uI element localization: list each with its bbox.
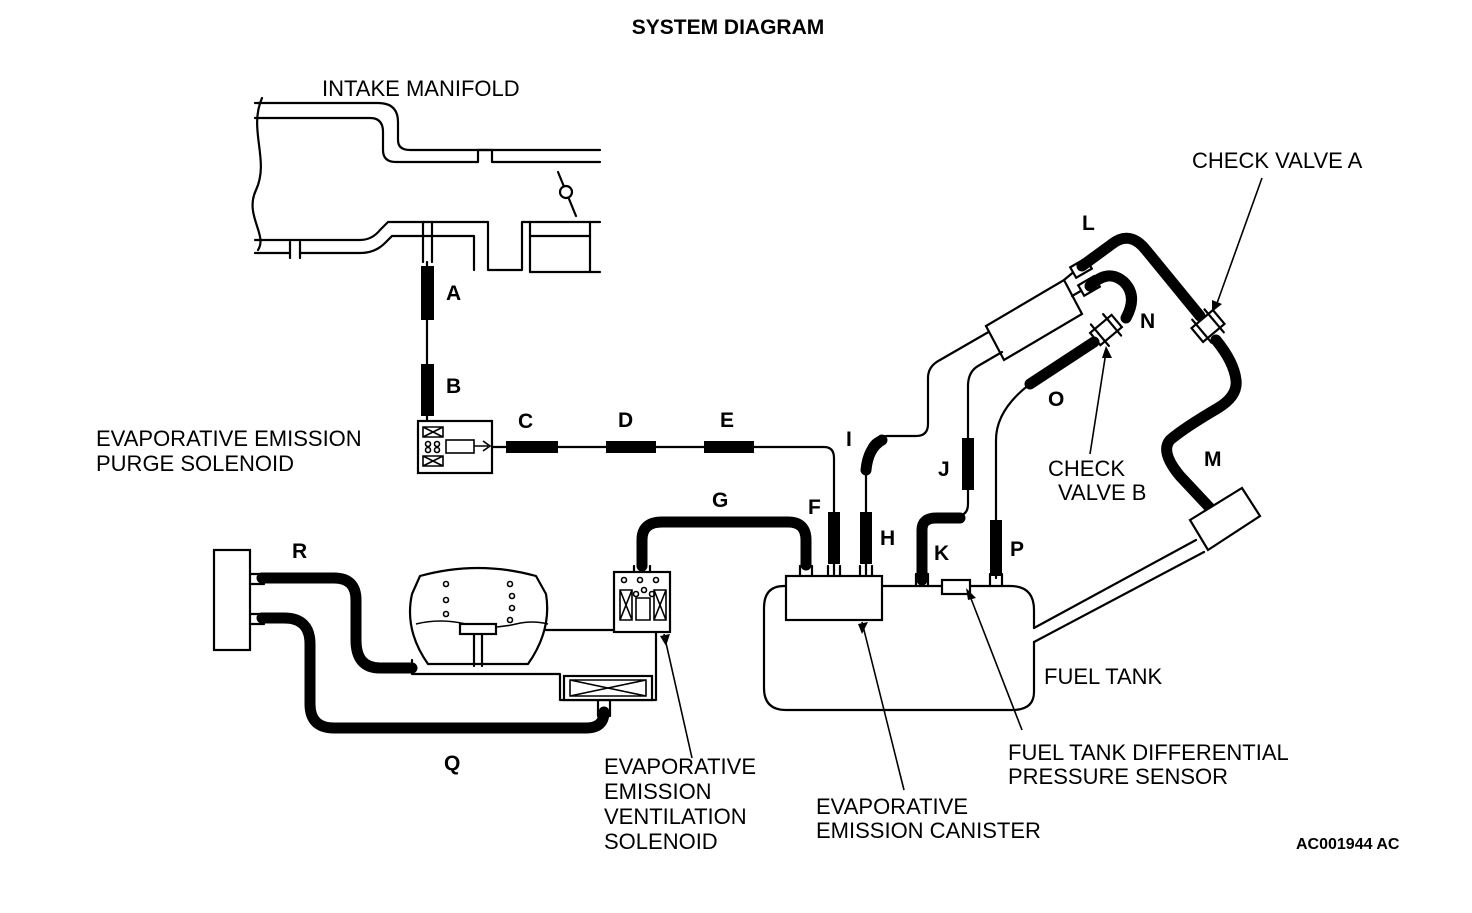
hose-e <box>704 441 754 453</box>
filler-neck <box>1032 486 1262 644</box>
hose-p-label: P <box>1010 538 1024 561</box>
check-valve-b-label-1: CHECK <box>1048 456 1125 481</box>
hose-n-label: N <box>1140 310 1155 333</box>
check-valve-b-pointer <box>1089 351 1107 455</box>
pressure-sensor-pointer <box>969 595 1023 731</box>
vent-solenoid-label-2: EMISSION <box>604 779 712 804</box>
intake-manifold-label: INTAKE MANIFOLD <box>322 76 520 101</box>
fuel-tank-label: FUEL TANK <box>1044 664 1163 689</box>
hose-c-label: C <box>518 410 533 433</box>
pressure-sensor <box>940 578 972 596</box>
vent-solenoid-label-3: VENTILATION <box>604 804 747 829</box>
hose-k <box>916 512 966 586</box>
check-valve-b-line <box>994 382 1032 580</box>
vent-solenoid-label-1: EVAPORATIVE <box>604 754 756 779</box>
purge-to-canister-line <box>490 445 836 577</box>
canister-label-2: EMISSION CANISTER <box>816 818 1041 843</box>
hose-o-label: O <box>1048 388 1064 411</box>
purge-solenoid-label-2: PURGE SOLENOID <box>96 451 294 476</box>
hose-i <box>860 434 888 476</box>
hose-r <box>256 572 418 674</box>
fuel-tank <box>762 584 1036 712</box>
diagram-title: SYSTEM DIAGRAM <box>632 16 825 39</box>
document-code: AC001944 AC <box>1296 836 1400 853</box>
check-valve-a-label: CHECK VALVE A <box>1192 148 1363 173</box>
intake-manifold <box>251 96 602 274</box>
hose-p <box>990 520 1002 576</box>
hose-k-label: K <box>934 542 949 565</box>
hose-j-label: J <box>938 458 950 481</box>
air-filter-assembly <box>212 548 658 718</box>
pressure-sensor-label-2: PRESSURE SENSOR <box>1008 764 1228 789</box>
hose-l <box>1076 232 1206 322</box>
purge-solenoid-label-1: EVAPORATIVE EMISSION <box>96 426 362 451</box>
hose-b-label: B <box>446 375 461 398</box>
hose-h <box>860 512 872 564</box>
hose-f-label: F <box>808 496 821 519</box>
hose-l-label: L <box>1082 212 1095 235</box>
hose-i-label: I <box>846 428 852 451</box>
pressure-sensor-label-1: FUEL TANK DIFFERENTIAL <box>1008 740 1289 765</box>
canister-label-1: EVAPORATIVE <box>816 794 968 819</box>
hose-e-label: E <box>720 409 734 432</box>
hose-g <box>636 516 812 572</box>
hose-o <box>1024 336 1100 390</box>
hose-q-label: Q <box>444 752 460 775</box>
purge-solenoid <box>416 419 494 475</box>
check-valve-a <box>1189 308 1227 344</box>
hose-h-label: H <box>880 527 895 550</box>
ventilation-solenoid <box>612 564 672 634</box>
hose-a <box>421 266 434 320</box>
hose-q <box>256 612 610 734</box>
hose-r-label: R <box>292 540 307 563</box>
vent-solenoid-label-4: SOLENOID <box>604 829 718 854</box>
hose-a-label: A <box>446 282 461 305</box>
ventilation-solenoid-pointer <box>663 633 693 759</box>
canister-pointer <box>861 621 905 791</box>
hose-m-label: M <box>1204 448 1222 471</box>
hose-g-label: G <box>712 489 728 512</box>
hose-j <box>962 438 974 490</box>
hose-c <box>506 441 558 453</box>
hose-d <box>606 441 656 453</box>
check-valve-a-pointer <box>1215 177 1263 307</box>
hose-f <box>828 512 840 564</box>
check-valve-b-label-2: VALVE B <box>1058 480 1146 505</box>
hose-d-label: D <box>618 409 633 432</box>
hose-m <box>1161 334 1242 514</box>
canister <box>784 564 884 622</box>
hose-n <box>1084 270 1137 324</box>
check-valve-b <box>1088 313 1124 347</box>
hose-b <box>421 364 434 416</box>
